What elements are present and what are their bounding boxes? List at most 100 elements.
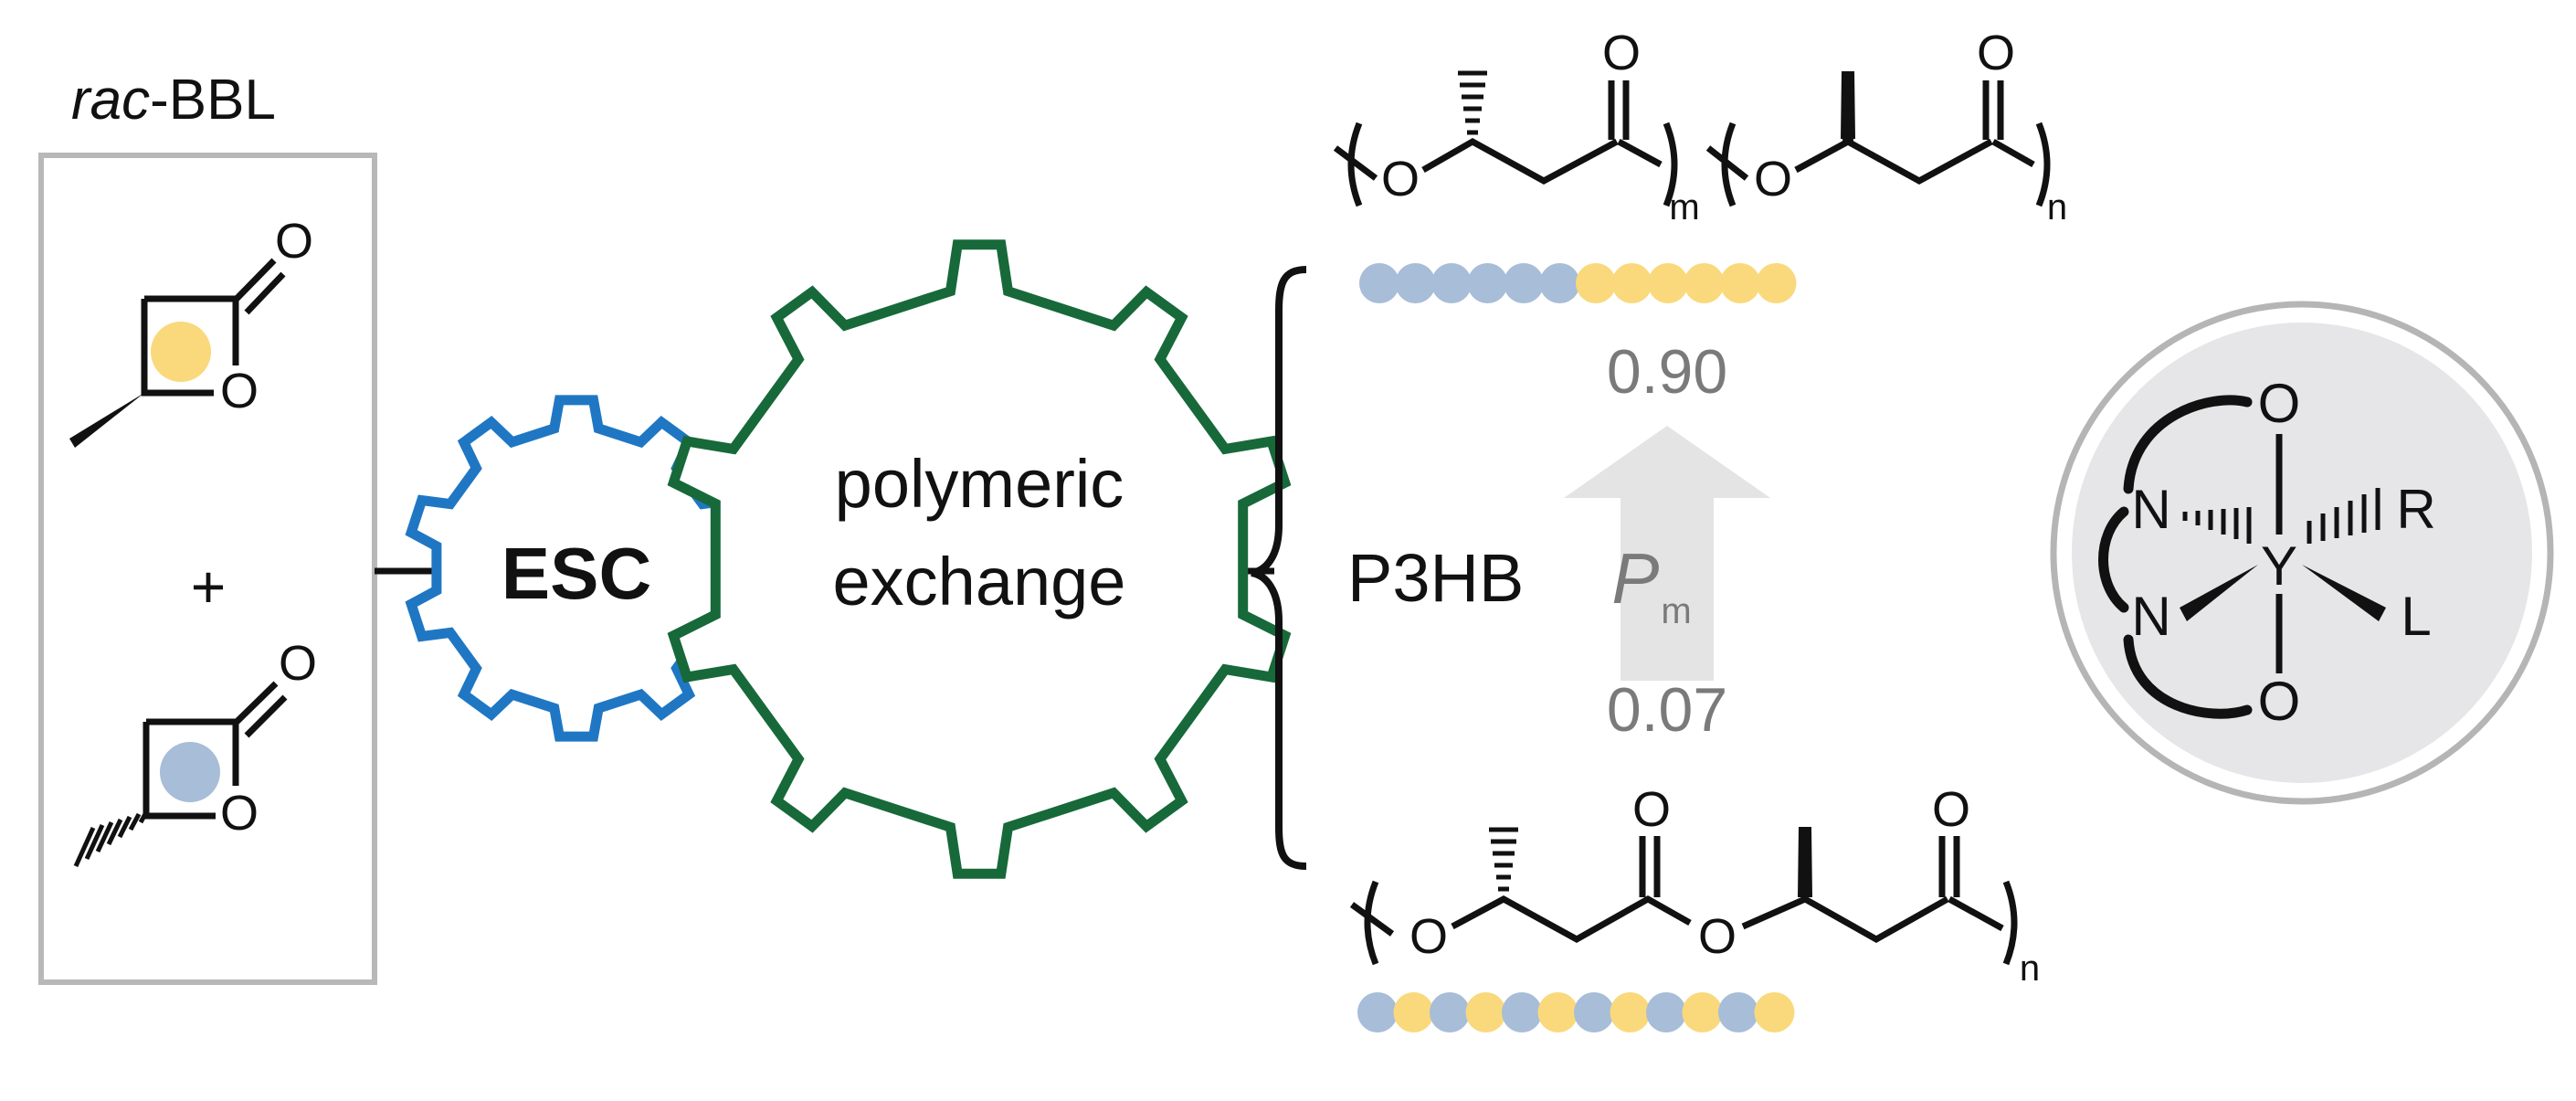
hashed-bond: [73, 810, 149, 868]
backbone-chain: [1421, 137, 1619, 185]
paren-open: [1364, 880, 1379, 966]
sequence-dot-blue: [1359, 263, 1399, 303]
ligand-arc-left: [2098, 506, 2129, 613]
ligand-arc-bottom: [2123, 634, 2253, 719]
backbone-chain: [1741, 895, 1949, 944]
gear-esc: ESC: [405, 395, 748, 742]
backbone-bond: [1705, 145, 1749, 181]
carbonyl-oxygen: O: [1977, 26, 2015, 80]
hashed-y-n-bond: [2182, 507, 2252, 544]
nitrogen-top: N: [2131, 479, 2170, 540]
backbone-chain: [1794, 138, 1993, 185]
pm-high-value: 0.90: [1607, 337, 1727, 407]
carbonyl-bond-a: [231, 258, 277, 304]
monomer-title-rest: -BBL: [150, 69, 276, 132]
sequence-dot-blue: [1467, 263, 1508, 303]
product-brace: [1251, 266, 1307, 870]
stereo-dot-yellow: [151, 322, 211, 382]
paren-close-n: [2035, 122, 2051, 207]
sequence-dot-yellow: [1611, 263, 1652, 303]
sequence-dot-yellow: [1720, 263, 1760, 303]
wedge-y-n-bond: [2180, 565, 2258, 621]
sequence-dot-yellow: [1465, 992, 1506, 1032]
ester-oxygen: O: [1409, 909, 1448, 964]
exchange-label-line1: polymeric: [835, 446, 1124, 522]
pm-low-value: 0.07: [1607, 675, 1727, 745]
paren-close: [2002, 880, 2018, 966]
sequence-dot-blue: [1502, 992, 1542, 1032]
wedge-bond: [69, 393, 144, 448]
sequence-dot-blue: [1504, 263, 1544, 303]
carbonyl-oxygen: O: [1932, 782, 1970, 837]
stereo-dot-blue: [160, 742, 220, 802]
sequence-dot-yellow: [1684, 263, 1725, 303]
bbl-blue: O O: [73, 636, 317, 868]
paren-close-m: [1663, 122, 1678, 207]
backbone-bond: [1948, 895, 2004, 932]
sequence-dot-yellow: [1682, 992, 1723, 1032]
gear-polymeric-exchange: polymeric exchange: [667, 239, 1292, 879]
ring-oxygen: O: [220, 786, 259, 841]
ester-oxygen: O: [1381, 152, 1420, 206]
hashed-y-r-bond: [2307, 488, 2381, 544]
esc-label: ESC: [501, 533, 652, 614]
catalyst-structure: O O Y N N R L: [2050, 301, 2554, 805]
pm-label: Pm: [1611, 538, 1691, 631]
carbonyl-bond-b: [244, 694, 288, 738]
carbonyl-bond-b: [244, 271, 286, 315]
bbl-yellow: O O: [69, 214, 313, 448]
paren-open-m: [1347, 122, 1363, 207]
sequence-dot-yellow: [1648, 263, 1688, 303]
catalyst-disc: [2072, 323, 2532, 783]
l-group: L: [2401, 586, 2431, 647]
pm-arrow: [1564, 426, 1770, 681]
r-group: R: [2396, 479, 2435, 540]
monomer-title: rac-BBL: [71, 69, 276, 132]
backbone-chain: [1451, 895, 1692, 944]
carbonyl-bond-a: [231, 681, 279, 727]
sequence-dot-blue: [1718, 992, 1758, 1032]
exchange-gear-outline: [667, 239, 1292, 879]
backbone-bond: [1333, 145, 1378, 181]
monomer-title-italic: rac: [71, 69, 150, 132]
sequence-dot-blue: [1395, 263, 1436, 303]
sequence-dot-blue: [1646, 992, 1686, 1032]
sequence-block: [1359, 263, 1797, 303]
bottom-oxygen: O: [2258, 671, 2301, 732]
polymer-block: O O m O O n: [1333, 26, 2067, 228]
wedge-methyl: [1798, 827, 1812, 897]
metal-center: Y: [2261, 535, 2297, 597]
exchange-label-line2: exchange: [833, 544, 1126, 619]
backbone-bond: [1349, 902, 1395, 937]
sequence-dot-yellow: [1576, 263, 1616, 303]
hashed-methyl: [1489, 827, 1518, 892]
carbonyl-oxygen: O: [1602, 26, 1641, 80]
sequence-dot-yellow: [1756, 263, 1797, 303]
backbone-bond: [1617, 138, 1663, 168]
nitrogen-bottom: N: [2131, 586, 2170, 647]
top-oxygen: O: [2258, 373, 2301, 434]
pm-symbol: P: [1611, 538, 1659, 619]
sequence-dot-yellow: [1610, 992, 1651, 1032]
wedge-y-l-bond: [2302, 565, 2386, 621]
subscript-n: n: [2020, 948, 2040, 989]
polymer-alternating: O O O O n: [1349, 782, 2040, 989]
wedge-methyl-body: [1841, 71, 1855, 139]
backbone-bond: [1991, 138, 2035, 168]
sequence-dot-blue: [1357, 992, 1398, 1032]
ester-oxygen: O: [1754, 152, 1792, 206]
sequence-dot-blue: [1430, 992, 1470, 1032]
pm-subscript: m: [1661, 591, 1691, 631]
sequence-dot-blue: [1574, 992, 1614, 1032]
monomer-panel: rac-BBL O O + O O: [38, 69, 377, 985]
ligand-arc-top: [2123, 395, 2253, 494]
subscript-n: n: [2047, 187, 2067, 228]
product-label: P3HB: [1347, 540, 1524, 616]
sequence-alternating: [1357, 992, 1795, 1032]
sequence-dot-yellow: [1393, 992, 1434, 1032]
hashed-methyl: [1458, 70, 1487, 135]
ester-oxygen: O: [1698, 909, 1737, 964]
sequence-dot-yellow: [1754, 992, 1795, 1032]
